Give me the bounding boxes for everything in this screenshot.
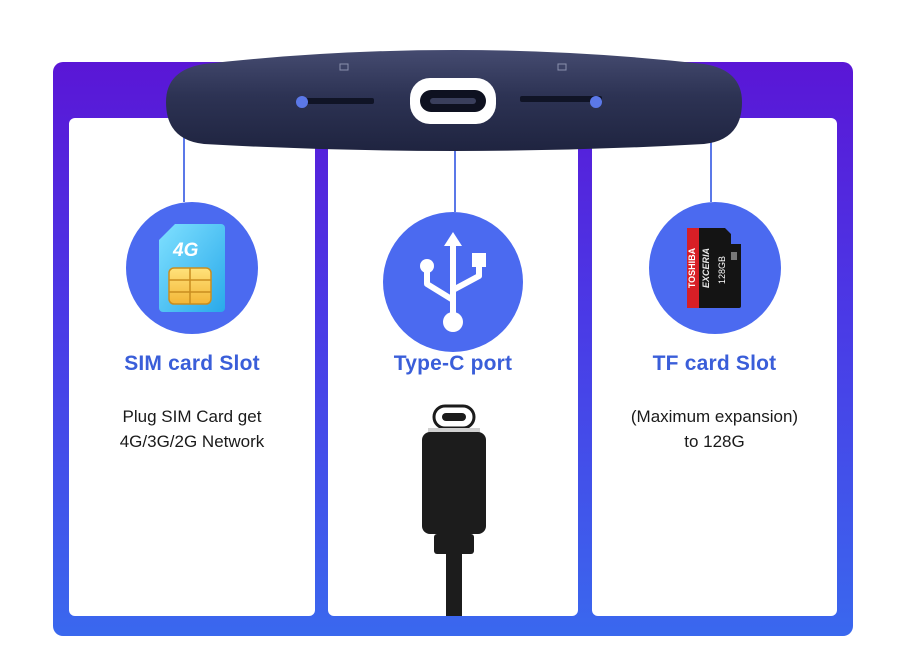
tf-desc-line2: to 128G <box>684 432 745 451</box>
sim-slot-description: Plug SIM Card get 4G/3G/2G Network <box>69 404 315 454</box>
sim-desc-line2: 4G/3G/2G Network <box>119 432 265 451</box>
tf-desc-line1: (Maximum expansion) <box>630 407 799 426</box>
tf-leader-drop <box>710 102 712 202</box>
sd-card-brand: TOSHIBA <box>687 247 697 288</box>
type-c-cable-image <box>422 404 486 616</box>
sim-4g-label: 4G <box>172 240 199 261</box>
usb-symbol-icon <box>420 232 486 332</box>
tf-icon-circle: TOSHIBA EXCERIA 128GB <box>648 202 781 334</box>
panel-type-c-port: Type-C port <box>328 118 578 616</box>
router-device-image <box>166 50 742 151</box>
micro-sd-card-icon: TOSHIBA EXCERIA 128GB <box>686 228 741 308</box>
panel-sim-slot: 4G SIM card Slot Plug SIM Card get 4G/3G… <box>69 118 315 616</box>
usb-leader-line <box>454 112 456 212</box>
panel-tf-card-slot: TOSHIBA EXCERIA 128GB TF card Slot (Maxi… <box>592 118 837 616</box>
sd-card-series: EXCERIA <box>701 248 711 288</box>
type-c-title: Type-C port <box>393 352 513 375</box>
sd-card-capacity: 128GB <box>717 256 727 284</box>
sim-leader-drop <box>183 102 185 202</box>
tf-slot-description: (Maximum expansion) to 128G <box>592 404 837 454</box>
sim-desc-line1: Plug SIM Card get <box>122 407 262 426</box>
sim-slot-title: SIM card Slot <box>124 352 260 375</box>
usb-icon-circle <box>383 212 523 352</box>
tf-slot-title: TF card Slot <box>652 352 777 375</box>
sim-icon-circle: 4G <box>126 202 258 334</box>
sim-card-icon: 4G <box>159 224 225 312</box>
